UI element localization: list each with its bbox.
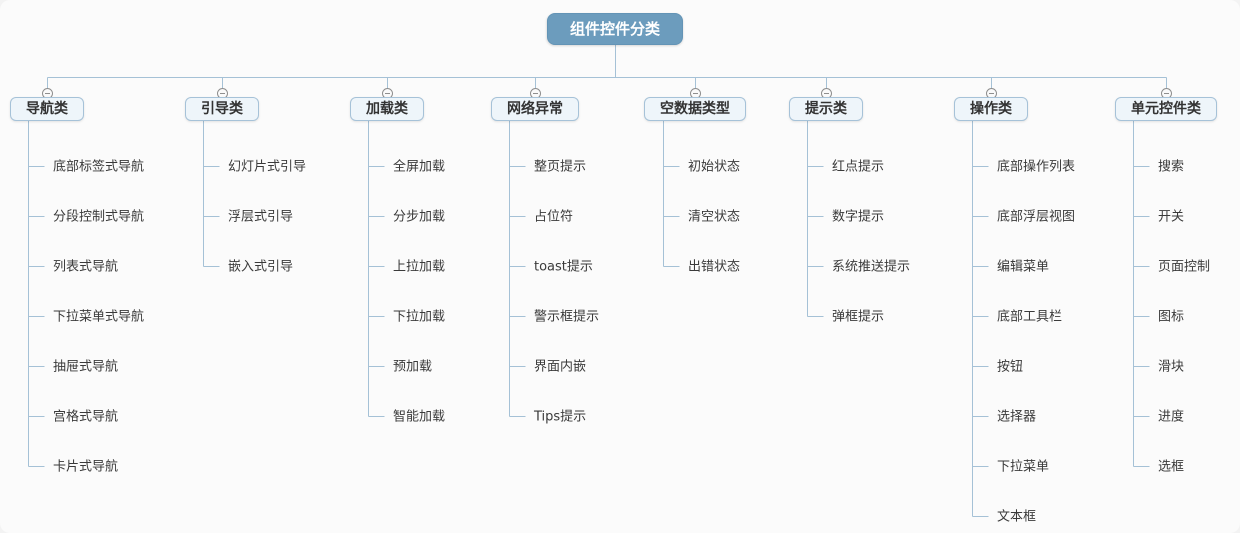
leaf-node[interactable]: 进度 [1158,409,1185,425]
leaf-node[interactable]: 宫格式导航 [53,409,119,425]
leaf-node[interactable]: 幻灯片式引导 [228,159,307,175]
branch-node[interactable]: 操作类 [954,97,1028,121]
minus-glyph [45,92,50,94]
leaf-node[interactable]: 页面控制 [1158,259,1211,275]
branch-node[interactable]: 单元控件类 [1115,97,1217,121]
leaf-node[interactable]: 全屏加载 [393,159,446,175]
leaf-node[interactable]: 分步加载 [393,209,446,225]
branch-node[interactable]: 加载类 [350,97,424,121]
leaf-node[interactable]: 搜索 [1158,159,1185,175]
leaf-node[interactable]: 预加载 [393,359,433,375]
leaf-node[interactable]: 清空状态 [688,209,741,225]
leaf-node[interactable]: 上拉加载 [393,259,446,275]
leaf-node[interactable]: 整页提示 [534,159,587,175]
leaf-node[interactable]: 开关 [1158,209,1185,225]
branch-node[interactable]: 网络异常 [491,97,579,121]
leaf-node[interactable]: 嵌入式引导 [228,259,294,275]
branch-node[interactable]: 提示类 [789,97,863,121]
leaf-node[interactable]: 列表式导航 [53,259,119,275]
leaf-node[interactable]: 弹框提示 [832,309,885,325]
leaf-node[interactable]: 界面内嵌 [534,359,587,375]
leaf-node[interactable]: 红点提示 [832,159,885,175]
leaf-node[interactable]: Tips提示 [534,409,587,425]
leaf-node[interactable]: 分段控制式导航 [53,209,145,225]
minus-glyph [533,92,538,94]
minus-glyph [693,92,698,94]
leaf-node[interactable]: 占位符 [534,209,574,225]
leaf-node[interactable]: 下拉加载 [393,309,446,325]
leaf-node[interactable]: 底部工具栏 [997,309,1063,325]
leaf-node[interactable]: 出错状态 [688,259,741,275]
minus-glyph [989,92,994,94]
leaf-node[interactable]: 下拉菜单式导航 [53,309,145,325]
minus-glyph [1164,92,1169,94]
leaf-node[interactable]: 底部操作列表 [997,159,1076,175]
leaf-node[interactable]: 智能加载 [393,409,446,425]
leaf-node[interactable]: 初始状态 [688,159,741,175]
leaf-node[interactable]: 警示框提示 [534,309,600,325]
leaf-node[interactable]: 下拉菜单 [997,459,1050,475]
leaf-node[interactable]: 编辑菜单 [997,259,1050,275]
branch-node[interactable]: 空数据类型 [644,97,746,121]
leaf-node[interactable]: 浮层式引导 [228,209,294,225]
leaf-node[interactable]: toast提示 [534,259,593,275]
leaf-node[interactable]: 按钮 [997,359,1024,375]
leaf-node[interactable]: 图标 [1158,309,1185,325]
leaf-node[interactable]: 选择器 [997,409,1037,425]
leaf-node[interactable]: 抽屉式导航 [53,359,119,375]
root-node[interactable]: 组件控件分类 [546,13,684,45]
leaf-node[interactable]: 选框 [1158,459,1185,475]
minus-glyph [220,92,225,94]
minus-glyph [824,92,829,94]
leaf-node[interactable]: 滑块 [1158,359,1185,375]
branch-node[interactable]: 导航类 [10,97,84,121]
leaf-node[interactable]: 卡片式导航 [53,459,119,475]
leaf-node[interactable]: 底部浮层视图 [997,209,1076,225]
leaf-node[interactable]: 文本框 [997,509,1037,525]
branch-node[interactable]: 引导类 [185,97,259,121]
minus-glyph [385,92,390,94]
leaf-node[interactable]: 系统推送提示 [832,259,911,275]
leaf-node[interactable]: 底部标签式导航 [53,159,145,175]
leaf-node[interactable]: 数字提示 [832,209,885,225]
